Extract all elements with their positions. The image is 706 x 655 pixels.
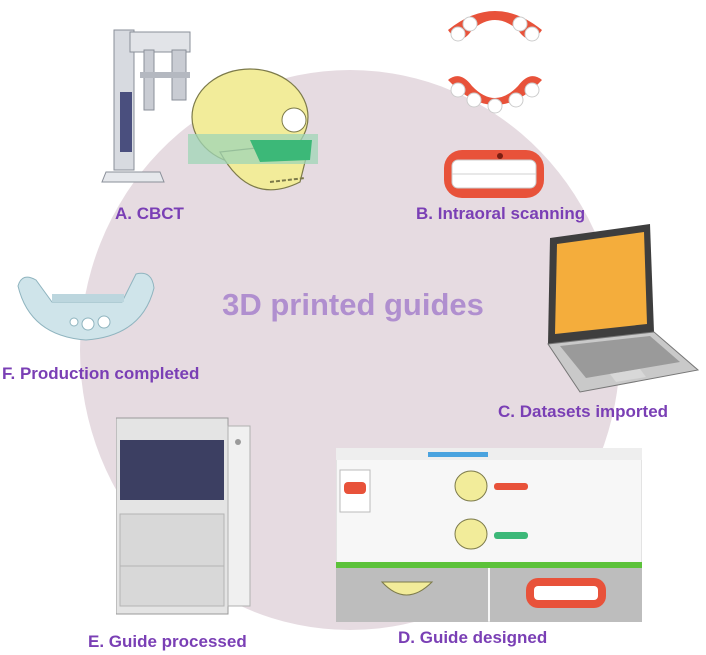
design-software-icon bbox=[336, 448, 642, 622]
laptop-illustration bbox=[530, 222, 702, 398]
3d-printer-icon bbox=[116, 417, 251, 615]
printer-illustration bbox=[116, 416, 252, 616]
intraoral-illustration bbox=[440, 0, 550, 200]
step-label-c: C. Datasets imported bbox=[498, 402, 669, 421]
surgical-guide-icon bbox=[17, 272, 155, 341]
guide-illustration bbox=[12, 266, 160, 346]
design-software-illustration bbox=[336, 448, 642, 622]
cbct-scanner-icon bbox=[101, 29, 191, 183]
dental-arch-icon bbox=[444, 11, 544, 198]
laptop-icon bbox=[547, 224, 700, 393]
step-label-d: D. Guide designed bbox=[398, 628, 548, 647]
step-label-f: F. Production completed bbox=[2, 364, 200, 383]
center-title: 3D printed guides bbox=[222, 287, 484, 322]
step-label-b: B. Intraoral scanning bbox=[416, 204, 586, 223]
step-label-e: E. Guide processed bbox=[88, 632, 247, 651]
skull-icon bbox=[188, 68, 318, 191]
step-label-a: A. CBCT bbox=[115, 204, 184, 223]
cbct-illustration bbox=[100, 22, 340, 212]
